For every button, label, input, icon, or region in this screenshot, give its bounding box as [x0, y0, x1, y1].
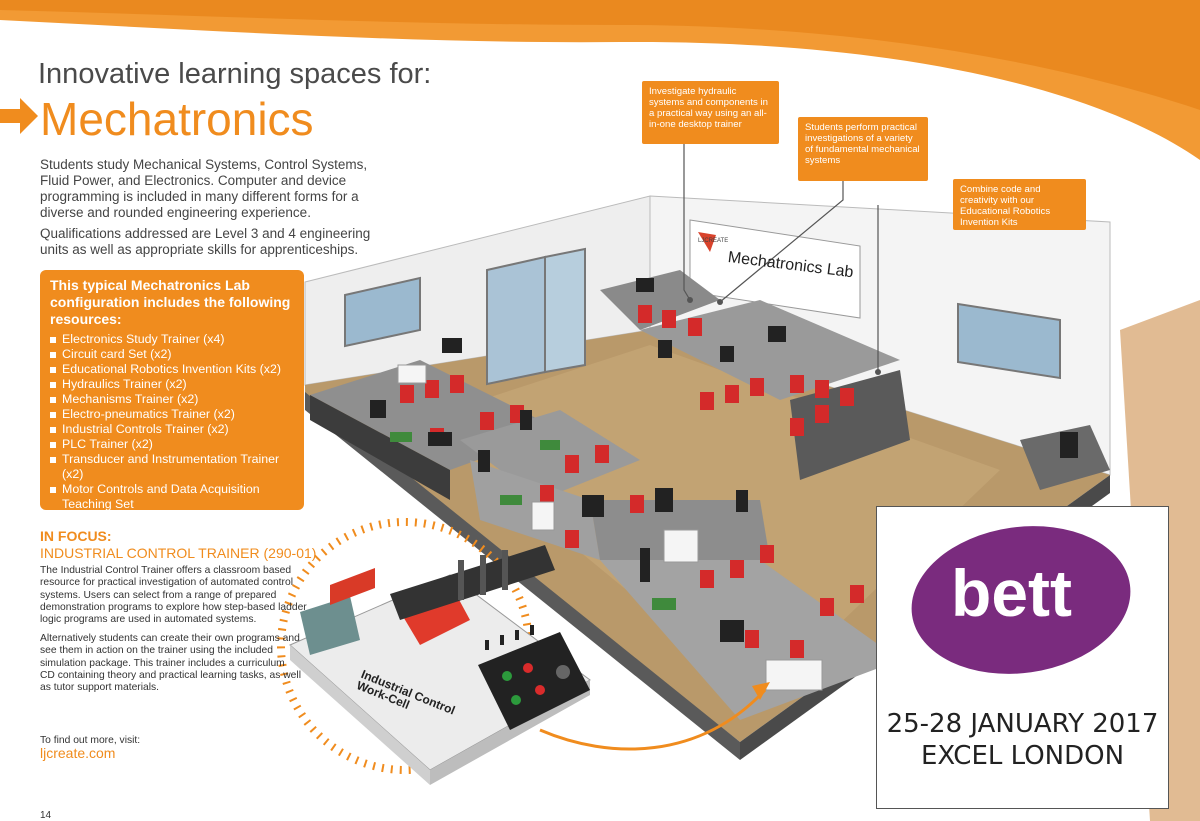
title-arrow-icon: [0, 98, 38, 134]
ljcreate-logo: LJCREATE: [698, 238, 729, 244]
bett-logo-blob: [911, 526, 1131, 674]
list-item: Circuit card Set (x2): [50, 347, 294, 362]
bett-dates: 25-28 JANUARY 2017: [886, 709, 1159, 739]
resources-box: This typical Mechatronics Lab configurat…: [40, 270, 304, 512]
page-number: 14: [40, 810, 52, 821]
bett-logo: [911, 526, 1131, 674]
website-link[interactable]: ljcreate.com: [40, 745, 116, 761]
work-cell-illustration: [289, 545, 591, 785]
list-item: Mechanisms Trainer (x2): [50, 392, 294, 407]
focus-heading: IN FOCUS:: [40, 528, 112, 544]
list-item: Hydraulics Trainer (x2): [50, 377, 294, 392]
top-banner-shade: [0, 0, 1200, 110]
list-item: Electro-pneumatics Trainer (x2): [50, 407, 294, 422]
list-item: Electronics Study Trainer (x4): [50, 332, 294, 347]
list-item: Transducer and Instrumentation Trainer (…: [50, 452, 294, 482]
list-item: Industrial Controls Trainer (x2): [50, 422, 294, 437]
intro-paragraph: Students study Mechanical Systems, Contr…: [40, 157, 368, 220]
callout-robotics: Combine code and creativity with our Edu…: [953, 179, 1086, 230]
bett-venue: EXCEL LONDON: [920, 741, 1125, 771]
page-subtitle: Innovative learning spaces for:: [38, 58, 432, 90]
callout-hydraulics: Investigate hydraulic systems and compon…: [642, 81, 779, 144]
focus-subheading: INDUSTRIAL CONTROL TRAINER (290-01): [40, 545, 317, 561]
resources-heading: This typical Mechatronics Lab configurat…: [50, 277, 291, 327]
list-item: Motor Controls and Data Acquisition Teac…: [50, 482, 294, 512]
focus-paragraph-2: Alternatively students can create their …: [40, 633, 301, 694]
resources-list: Electronics Study Trainer (x4) Circuit c…: [50, 332, 294, 512]
bett-logo-text: bett: [951, 556, 1072, 630]
focus-paragraph: The Industrial Control Trainer offers a …: [40, 565, 307, 626]
list-item: PLC Trainer (x2): [50, 437, 294, 452]
trainer-pointer-arrow: [539, 688, 767, 751]
callout-mechanisms: Students perform practical investigation…: [798, 117, 928, 181]
list-item: Educational Robotics Invention Kits (x2): [50, 362, 294, 377]
intro-paragraph-2: Qualifications addressed are Level 3 and…: [40, 226, 371, 257]
find-out-text: To find out more, visit:: [40, 735, 141, 746]
page-title: Mechatronics: [40, 93, 314, 145]
